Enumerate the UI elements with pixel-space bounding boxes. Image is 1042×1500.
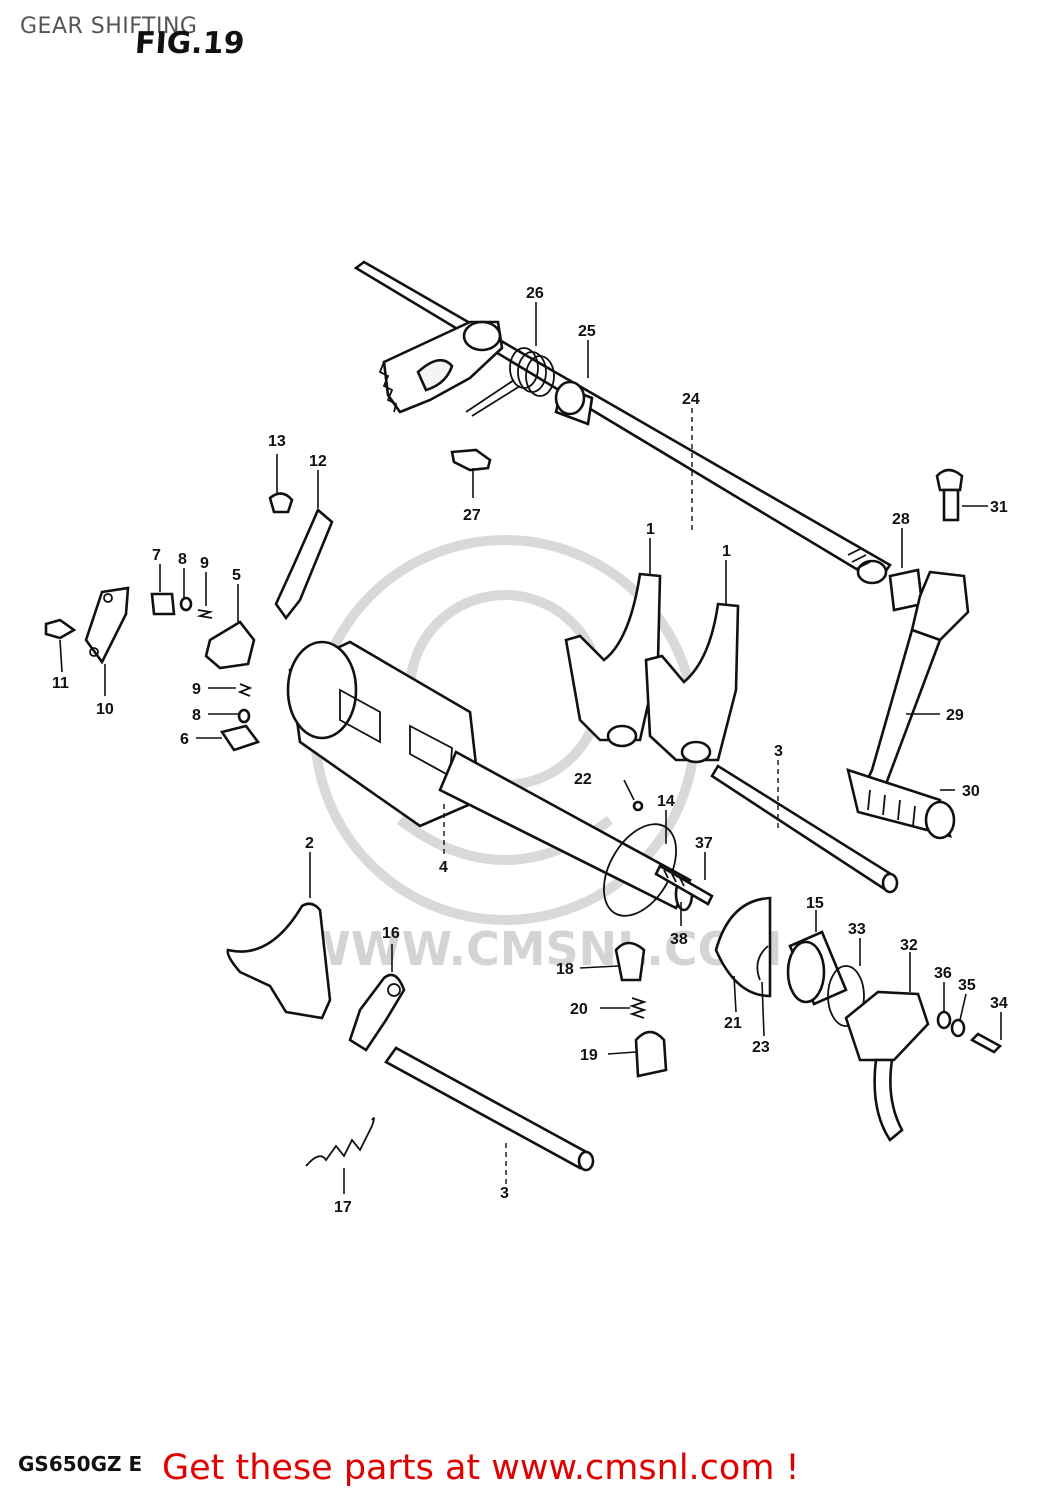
callout-16: 16 <box>382 925 400 942</box>
part-gearshift-shaft <box>353 260 892 585</box>
callout-32: 32 <box>900 937 918 954</box>
callout-19: 19 <box>580 1047 598 1064</box>
part-cam-stopper-plate <box>714 896 772 998</box>
part-shift-fork-shaft-a <box>710 764 899 894</box>
callout-9a: 9 <box>200 555 209 572</box>
callout-4: 4 <box>439 859 448 876</box>
part-gearshift-lever <box>846 568 970 840</box>
callout-3b: 3 <box>500 1185 509 1202</box>
part-cam-guide-10 <box>84 586 130 665</box>
callout-34: 34 <box>990 995 1008 1012</box>
callout-35: 35 <box>958 977 976 994</box>
part-stopper-18 <box>614 941 646 982</box>
callout-25: 25 <box>578 323 596 340</box>
part-screw-11 <box>44 618 77 640</box>
part-bolt-31 <box>935 468 964 522</box>
part-cam-driven-gear-5 <box>204 620 256 670</box>
watermark-text: WWW.CMSNL.COM <box>300 922 783 976</box>
callout-30: 30 <box>962 783 980 800</box>
callout-11: 11 <box>52 675 69 692</box>
callout-1b: 1 <box>722 543 731 560</box>
part-ring-14 <box>603 823 677 917</box>
part-screw-13 <box>268 492 294 514</box>
callout-24: 24 <box>682 391 700 408</box>
callout-1a: 1 <box>646 521 655 538</box>
callout-13: 13 <box>268 433 286 450</box>
callout-20: 20 <box>570 1001 588 1018</box>
part-spring-9a <box>196 609 214 619</box>
part-small-8a <box>179 596 193 612</box>
callout-27: 27 <box>463 507 481 524</box>
callout-9b: 9 <box>192 681 201 698</box>
part-shift-fork-shaft-b <box>384 1046 595 1172</box>
part-spring-17 <box>305 1117 375 1167</box>
callout-6: 6 <box>180 731 189 748</box>
page-header: GEAR SHIFTING <box>20 14 198 39</box>
callout-36: 36 <box>934 965 952 982</box>
part-pin-22 <box>632 800 644 812</box>
part-gearshift-arm <box>378 320 504 414</box>
callout-29: 29 <box>946 707 964 724</box>
part-neutral-switch <box>844 990 930 1142</box>
part-spring-9b <box>237 683 253 697</box>
callout-14: 14 <box>657 793 675 810</box>
part-screw-34 <box>936 1010 1003 1054</box>
part-cam-stopper-16 <box>348 973 406 1052</box>
part-shift-fork-1b <box>644 602 740 764</box>
part-pin-37-38 <box>654 864 714 906</box>
callout-10: 10 <box>96 701 114 718</box>
part-pin-6 <box>219 724 261 752</box>
part-oring-33 <box>827 965 865 1027</box>
part-circlip-23 <box>756 945 769 981</box>
callout-23: 23 <box>752 1039 770 1056</box>
part-plate-12 <box>274 507 334 621</box>
part-return-spring <box>465 347 555 417</box>
callout-2: 2 <box>305 835 314 852</box>
part-bolt-27 <box>450 448 492 472</box>
part-shift-drum <box>286 640 694 912</box>
callout-18: 18 <box>556 961 574 978</box>
callout-labels: 26 25 24 27 13 12 31 28 1 1 29 30 3 22 1… <box>52 285 1008 1216</box>
part-spring-20 <box>629 997 647 1019</box>
callout-21: 21 <box>724 1015 742 1032</box>
callout-7: 7 <box>152 547 161 564</box>
model-code: GS650GZ E <box>18 1452 143 1476</box>
callout-28: 28 <box>892 511 910 528</box>
callout-31: 31 <box>990 499 1008 516</box>
part-bearing-15 <box>786 930 848 1006</box>
part-collar <box>554 380 594 426</box>
callout-38: 38 <box>670 931 688 948</box>
callout-5: 5 <box>232 567 241 584</box>
callout-8b: 8 <box>192 707 201 724</box>
part-plug-19 <box>634 1030 668 1078</box>
callout-3a: 3 <box>774 743 783 760</box>
callout-33: 33 <box>848 921 866 938</box>
callout-37: 37 <box>695 835 713 852</box>
callout-8a: 8 <box>178 551 187 568</box>
callout-17: 17 <box>334 1199 352 1216</box>
get-parts-link[interactable]: Get these parts at www.cmsnl.com ! <box>162 1448 800 1488</box>
part-small-8b <box>237 708 251 724</box>
callout-26: 26 <box>526 285 544 302</box>
part-shift-fork-1a <box>564 572 662 748</box>
part-pin-7 <box>150 592 176 616</box>
callout-12: 12 <box>309 453 327 470</box>
leader-lines <box>59 302 1002 1194</box>
callout-15: 15 <box>806 895 824 912</box>
callout-22: 22 <box>574 771 592 788</box>
part-shift-fork-2 <box>226 902 332 1020</box>
